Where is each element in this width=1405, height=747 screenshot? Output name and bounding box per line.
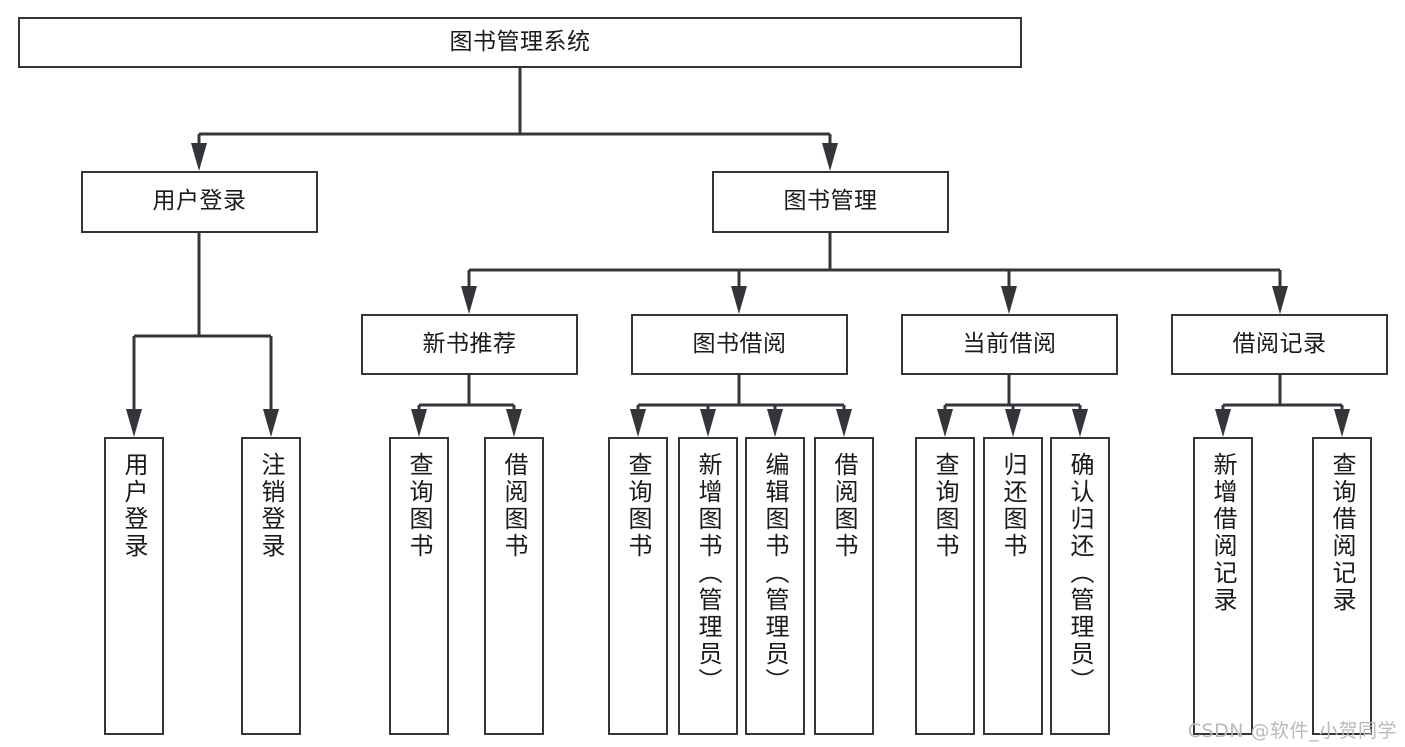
node-label: 图书管理 [783,188,878,215]
node-book-borrow[interactable]: 图书借阅 [631,314,848,375]
leaf-borrow-book-recommend[interactable]: 借阅图书 [484,437,544,735]
node-label: 图书管理系统 [449,28,591,55]
node-label: 注销登录 [257,452,285,560]
leaf-edit-book-admin[interactable]: 编辑图书（管理员） [745,437,805,735]
node-label: 查询图书 [931,452,959,560]
leaf-return-book[interactable]: 归还图书 [983,437,1043,735]
node-label: 借阅记录 [1232,330,1327,357]
node-label: 查询图书 [405,452,433,560]
node-root[interactable]: 图书管理系统 [18,17,1022,68]
leaf-query-book-borrow[interactable]: 查询图书 [608,437,668,735]
node-label: 当前借阅 [962,330,1057,357]
node-label: 借阅图书 [830,452,858,560]
node-label: 归还图书 [999,452,1027,560]
node-user-login[interactable]: 用户登录 [81,171,318,233]
node-label: 借阅图书 [500,452,528,560]
node-label: 用户登录 [120,452,148,560]
node-label: 新书推荐 [422,330,517,357]
leaf-query-book-recommend[interactable]: 查询图书 [389,437,449,735]
node-label: 查询借阅记录 [1328,452,1356,614]
node-label: 确认归还（管理员） [1066,452,1094,695]
leaf-query-book-current[interactable]: 查询图书 [915,437,975,735]
node-label: 用户登录 [152,188,247,215]
leaf-user-login[interactable]: 用户登录 [104,437,164,735]
node-current-borrow[interactable]: 当前借阅 [901,314,1118,375]
node-label: 编辑图书（管理员） [761,452,789,695]
leaf-logout[interactable]: 注销登录 [241,437,301,735]
leaf-add-book-admin[interactable]: 新增图书（管理员） [678,437,738,735]
node-label: 新增借阅记录 [1209,452,1237,614]
leaf-confirm-return-admin[interactable]: 确认归还（管理员） [1050,437,1110,735]
node-label: 查询图书 [624,452,652,560]
node-label: 图书借阅 [692,330,787,357]
leaf-add-borrow-record[interactable]: 新增借阅记录 [1193,437,1253,735]
leaf-borrow-book[interactable]: 借阅图书 [814,437,874,735]
leaf-query-borrow-record[interactable]: 查询借阅记录 [1312,437,1372,735]
node-new-book-recommend[interactable]: 新书推荐 [361,314,578,375]
node-label: 新增图书（管理员） [694,452,722,695]
node-book-management[interactable]: 图书管理 [712,171,949,233]
node-borrow-records[interactable]: 借阅记录 [1171,314,1388,375]
